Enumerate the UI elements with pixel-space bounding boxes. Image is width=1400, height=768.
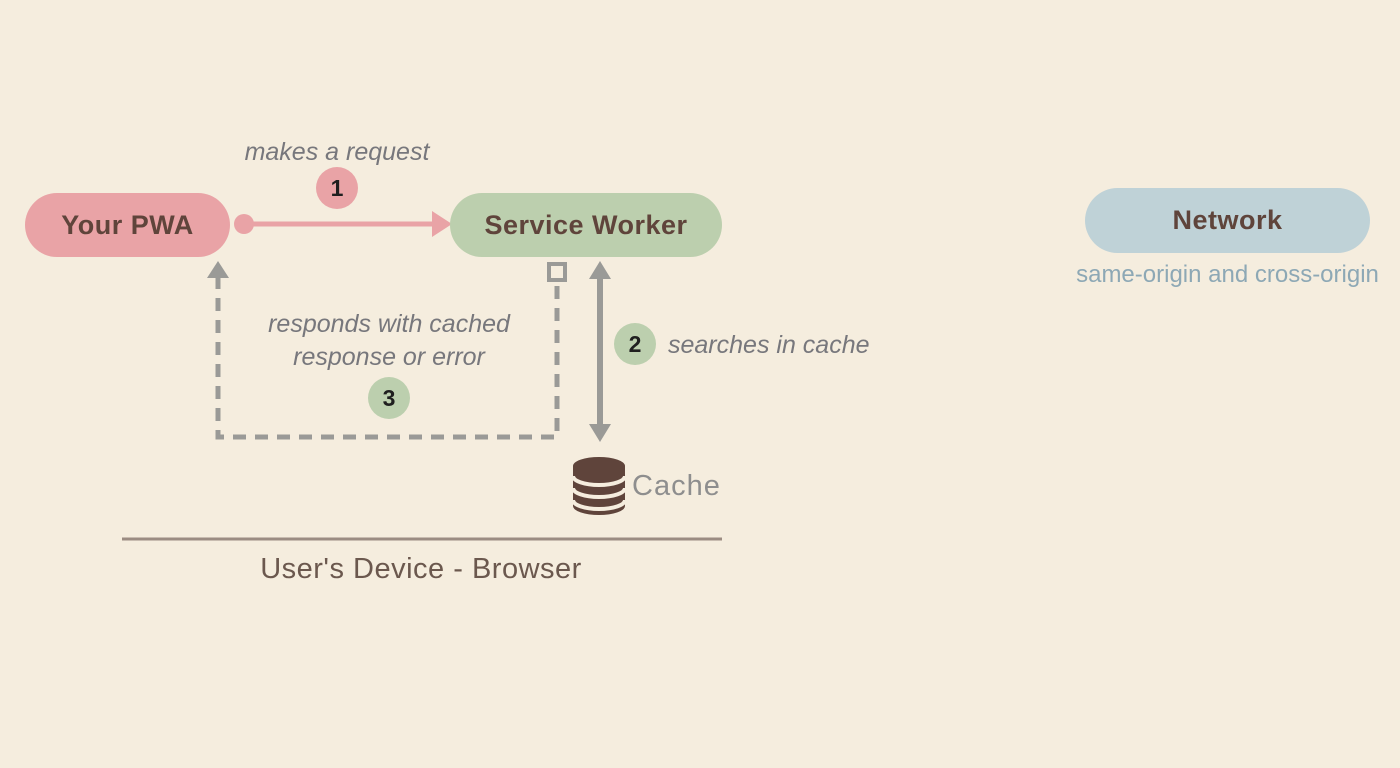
your-pwa-label: Your PWA: [61, 209, 194, 240]
request-arrow: [234, 211, 452, 237]
network-label: Network: [1172, 205, 1283, 235]
cache-label: Cache: [632, 470, 721, 502]
service-worker-node: Service Worker: [450, 193, 722, 257]
response-dashed-arrow: [207, 261, 567, 440]
device-browser-label: User's Device - Browser: [260, 553, 582, 585]
step1-label: makes a request: [244, 138, 430, 166]
step2-label: searches in cache: [668, 331, 870, 359]
network-subtitle: same-origin and cross-origin: [1076, 261, 1379, 288]
cache-search-arrow: [589, 261, 611, 442]
network-node: Network: [1085, 188, 1370, 253]
step3-label: responds with cached response or error: [268, 310, 510, 371]
step1-badge: 1: [316, 167, 358, 209]
step3-badge: 3: [368, 377, 410, 419]
service-worker-label: Service Worker: [484, 209, 688, 240]
database-icon: [571, 457, 627, 515]
your-pwa-node: Your PWA: [25, 193, 230, 257]
square-connector-icon: [547, 262, 567, 282]
step2-badge: 2: [614, 323, 656, 365]
